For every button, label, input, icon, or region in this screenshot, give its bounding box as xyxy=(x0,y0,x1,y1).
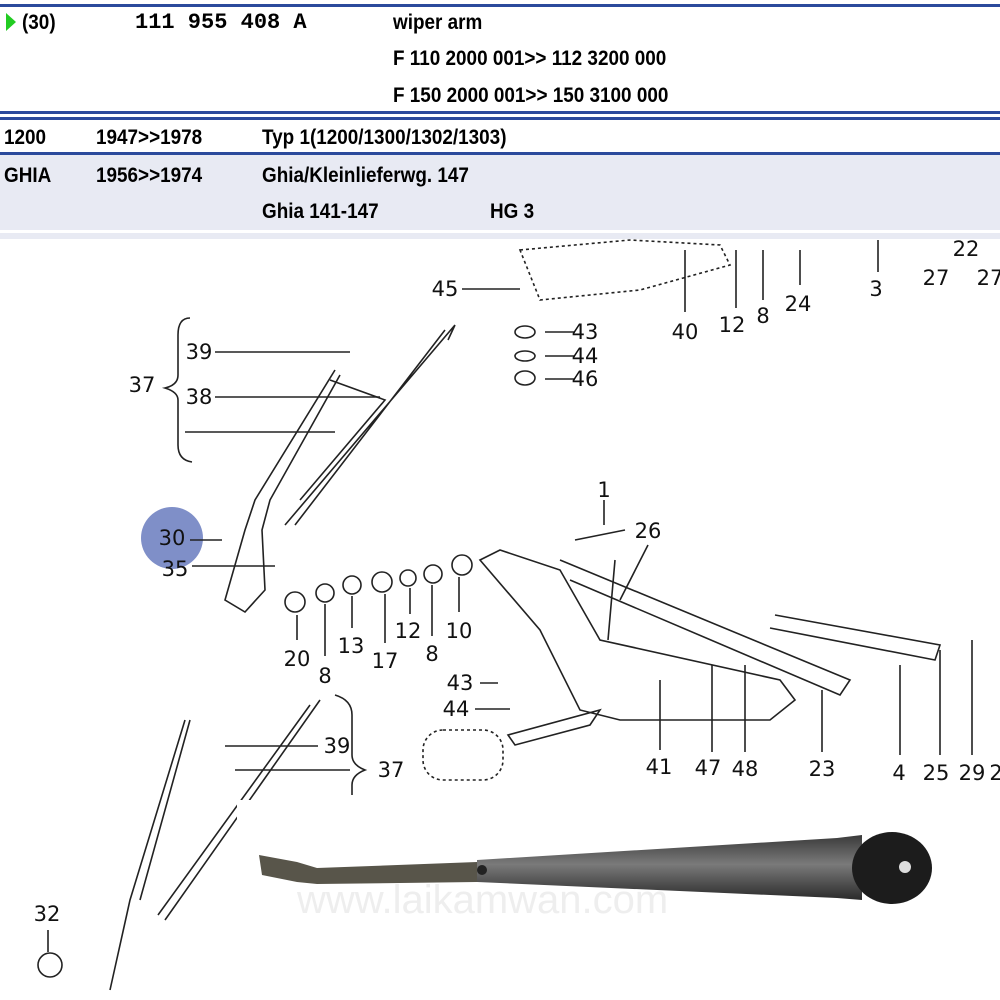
callout-label-25: 25 xyxy=(923,761,950,785)
callout-label-43: 43 xyxy=(447,671,474,695)
callout-label-41: 41 xyxy=(646,755,673,779)
part-number: 111 955 408 A xyxy=(135,10,307,35)
callout-label-27: 27 xyxy=(923,266,950,290)
callout-label-37: 37 xyxy=(378,758,405,782)
callout-label-38: 38 xyxy=(186,385,213,409)
model-desc: Typ 1(1200/1300/1302/1303) xyxy=(262,126,507,149)
callout-label-47: 47 xyxy=(695,756,722,780)
callout-label-1: 1 xyxy=(597,478,610,502)
model-years: 1947>>1978 xyxy=(96,126,203,149)
callout-label-39: 39 xyxy=(186,340,213,364)
callout-label-12: 12 xyxy=(719,313,746,337)
callout-label-44: 44 xyxy=(443,697,470,721)
model-desc: Ghia/Kleinlieferwg. 147 xyxy=(262,164,469,187)
divider xyxy=(0,4,1000,7)
leader-line xyxy=(190,539,275,567)
callout-label-12: 12 xyxy=(395,619,422,643)
divider xyxy=(0,117,1000,120)
chassis-range: F 150 2000 001>> 150 3100 000 xyxy=(393,84,669,107)
callout-label-44: 44 xyxy=(572,344,599,368)
callout-label-17: 17 xyxy=(372,649,399,673)
model-code: GHIA xyxy=(4,164,52,187)
callout-label-26: 26 xyxy=(635,519,662,543)
callout-label-45: 45 xyxy=(432,277,459,301)
model-row-band xyxy=(0,155,1000,230)
callout-label-43: 43 xyxy=(572,320,599,344)
diagram-drawing xyxy=(37,239,973,991)
callout-label-20: 20 xyxy=(284,647,311,671)
callout-label-32: 32 xyxy=(34,902,61,926)
callout-label-24: 24 xyxy=(785,292,812,316)
part-info-header: (30) 111 955 408 A wiper arm F 110 2000 … xyxy=(0,0,1000,240)
model-years: 1956>>1974 xyxy=(96,164,203,187)
callout-label-3: 3 xyxy=(869,277,882,301)
product-photo: www.laikamwan.com xyxy=(237,800,1000,955)
part-name: wiper arm xyxy=(393,11,483,34)
callout-label-10: 10 xyxy=(446,619,473,643)
callout-label-22: 22 xyxy=(953,237,980,261)
callout-label-40: 40 xyxy=(672,320,699,344)
divider xyxy=(0,152,1000,155)
play-arrow-icon[interactable] xyxy=(6,13,16,31)
wiper-arm-photo xyxy=(259,832,932,904)
callout-label-46: 46 xyxy=(572,367,599,391)
highlight-marker[interactable] xyxy=(141,507,203,569)
callout-label-8: 8 xyxy=(756,304,769,328)
model-code: 1200 xyxy=(4,126,47,149)
band-edge xyxy=(0,233,1000,239)
model-group: HG 3 xyxy=(490,200,535,223)
callout-label-29: 29 xyxy=(959,761,986,785)
callout-label-8: 8 xyxy=(318,664,331,688)
callout-label-23: 23 xyxy=(809,757,836,781)
chassis-range: F 110 2000 001>> 112 3200 000 xyxy=(393,47,667,70)
callout-label-30: 30 xyxy=(159,526,186,550)
callout-label-48: 48 xyxy=(732,757,759,781)
callout-label-2: 2 xyxy=(989,761,1000,785)
callout-label-39: 39 xyxy=(324,734,351,758)
model-sub: Ghia 141-147 xyxy=(262,200,379,223)
callout-label-37: 37 xyxy=(129,373,156,397)
callout-label-8: 8 xyxy=(425,642,438,666)
callout-label-13: 13 xyxy=(338,634,365,658)
callout-label-35: 35 xyxy=(162,557,189,581)
callout-label-4: 4 xyxy=(892,761,905,785)
callout-label-27: 27 xyxy=(977,266,1000,290)
divider xyxy=(0,111,1000,114)
watermark: www.laikamwan.com xyxy=(297,878,669,922)
part-position: (30) xyxy=(22,11,56,34)
